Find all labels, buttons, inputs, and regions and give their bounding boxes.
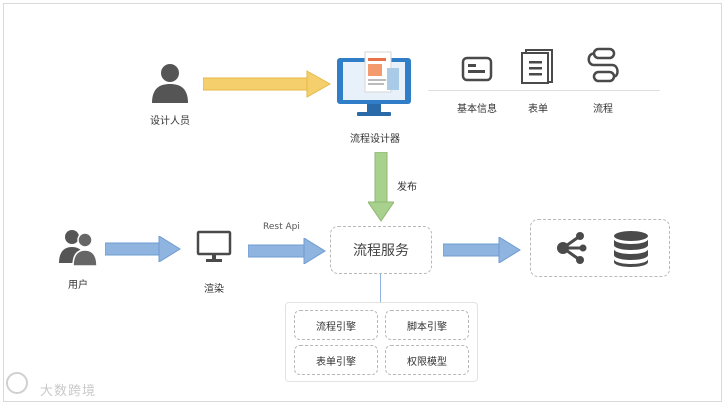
form-icon [521, 49, 553, 84]
user-label: 用户 [68, 280, 88, 291]
designer-icon [152, 64, 188, 103]
flow-designer-label: 流程设计器 [350, 134, 400, 145]
database-icon [614, 231, 648, 267]
render-monitor-icon [196, 230, 232, 262]
form-label: 表单 [528, 104, 548, 115]
publish-arrow [368, 152, 394, 222]
engine-flow: 流程引擎 [294, 310, 378, 340]
watermark: 大数跨境 [6, 372, 97, 399]
designer-label: 设计人员 [150, 116, 190, 127]
engine-permission: 权限模型 [385, 345, 469, 375]
watermark-logo-icon [6, 372, 28, 394]
watermark-text: 大数跨境 [40, 384, 97, 399]
user-to-render-arrow [105, 236, 181, 262]
id-card-icon [461, 56, 493, 82]
share-nodes-icon [557, 232, 587, 264]
designer-to-tool-arrow [203, 70, 331, 98]
service-to-storage-arrow [443, 237, 521, 263]
flow-designer-monitor-icon [337, 51, 411, 116]
engine-form: 表单引擎 [294, 345, 378, 375]
storage-box [530, 219, 670, 277]
flow-label: 流程 [593, 104, 613, 115]
engine-script: 脚本引擎 [385, 310, 469, 340]
service-engine-connector [380, 274, 381, 302]
flow-service-box: 流程服务 [330, 226, 432, 274]
basic-info-label: 基本信息 [457, 104, 497, 115]
flow-icon [587, 47, 619, 83]
users-icon [59, 230, 98, 267]
publish-label: 发布 [397, 182, 417, 193]
render-label: 渲染 [204, 284, 224, 295]
rest-api-label: Rest Api [263, 222, 300, 232]
divider [428, 90, 660, 91]
render-to-service-arrow [248, 238, 326, 264]
